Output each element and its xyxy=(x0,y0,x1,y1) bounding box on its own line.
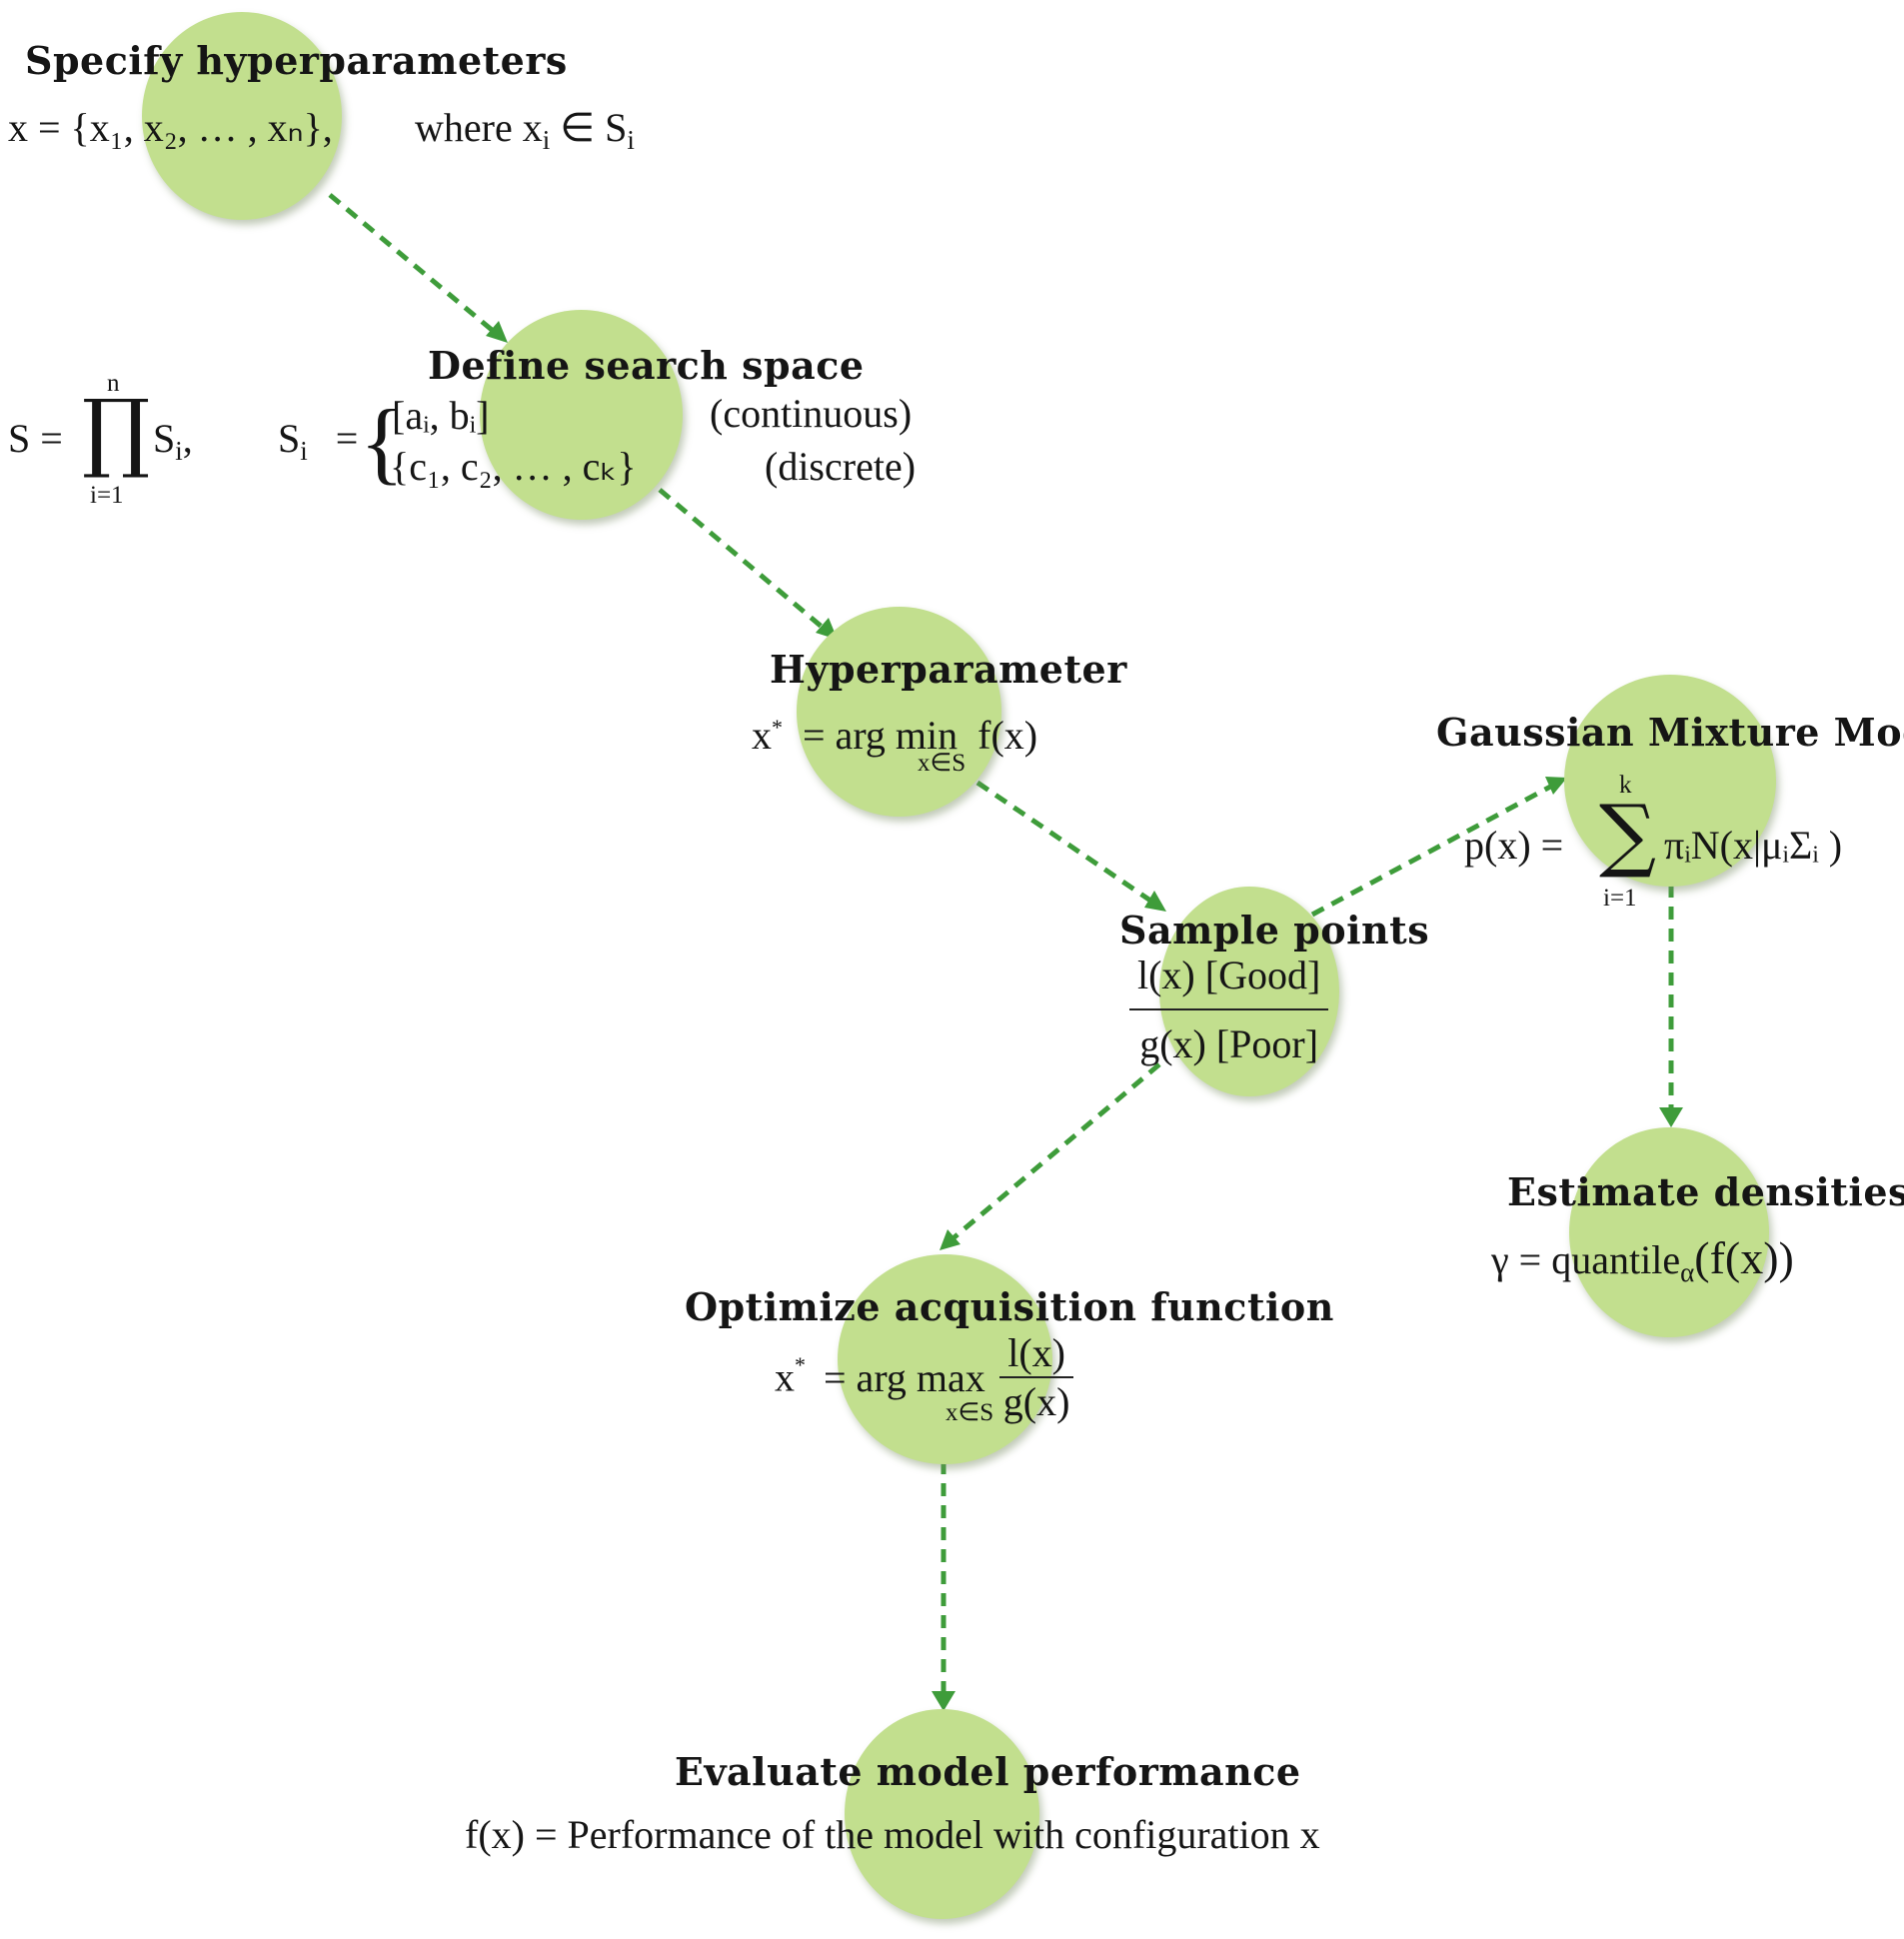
define-case-discrete: {c₁, c₂, … , cₖ} xyxy=(390,444,637,489)
node-optimize-circle xyxy=(838,1254,1052,1464)
node-gmm-circle xyxy=(1564,675,1776,887)
optimize-eq: = arg max xyxy=(824,1354,985,1400)
arrowhead-gmm xyxy=(1545,777,1567,795)
specify-formula-left: x = {x₁, x₂, … , xₙ}, xyxy=(8,105,333,150)
evaluate-formula: f(x) = Performance of the model with con… xyxy=(465,1812,1320,1857)
hyper-eq: = arg min xyxy=(803,713,958,758)
hyper-title: Hyperparameter xyxy=(770,647,1127,692)
gmm-sum-upper: k xyxy=(1619,772,1632,799)
hyper-formula: x* = arg min f(x) xyxy=(752,712,1037,759)
optimize-formula: x* = arg max l(x) g(x) xyxy=(775,1329,1074,1425)
specify-title: Specify hyperparameters xyxy=(25,38,568,83)
define-note-continuous: (continuous) xyxy=(710,391,913,436)
optimize-under: x∈S xyxy=(946,1399,994,1426)
evaluate-title: Evaluate model performance xyxy=(675,1749,1301,1794)
optimize-title: Optimize acquisition function xyxy=(685,1284,1334,1329)
arrow-specify-to-define xyxy=(328,193,500,337)
node-specify-circle xyxy=(142,12,342,220)
define-product-term-sub: i xyxy=(175,436,183,466)
estimate-lhs-sub: α xyxy=(1680,1257,1695,1287)
arrowhead-evaluate xyxy=(932,1691,955,1711)
define-case-continuous: [aᵢ, bᵢ] xyxy=(392,393,490,438)
gmm-title: Gaussian Mixture Models xyxy=(1436,710,1904,755)
define-product-symbol: ∏ xyxy=(82,382,151,482)
hyper-lhs: x xyxy=(752,713,772,758)
sample-title: Sample points xyxy=(1119,908,1430,953)
sample-fraction: l(x) [Good] g(x) [Poor] xyxy=(1129,952,1329,1067)
specify-where-tail: ∈ S xyxy=(550,105,628,150)
hyper-rhs: f(x) xyxy=(977,713,1038,758)
define-brace: { xyxy=(360,391,405,493)
specify-where-text: where x xyxy=(415,105,543,150)
gmm-sum-symbol: ∑ xyxy=(1599,788,1657,881)
node-define-circle xyxy=(480,310,683,520)
define-si-label: Si = xyxy=(278,415,358,467)
define-product-lower: i=1 xyxy=(90,482,124,509)
optimize-ratio: l(x) g(x) xyxy=(998,1329,1074,1425)
arrowhead-sample xyxy=(1144,891,1166,912)
estimate-lhs: γ = quantile xyxy=(1491,1237,1681,1282)
arrow-define-to-hyper xyxy=(658,488,830,634)
define-si-sub: i xyxy=(300,436,308,466)
arrow-hyper-to-sample xyxy=(975,780,1158,908)
define-si-s: S xyxy=(278,416,301,461)
arrowhead-define xyxy=(486,321,508,343)
define-si-eq: = xyxy=(335,416,359,461)
node-sample-circle xyxy=(1159,887,1339,1096)
arrowhead-optimize xyxy=(940,1229,960,1250)
define-product-upper: n xyxy=(107,370,120,397)
hyper-lhs-sup: * xyxy=(772,715,783,740)
sample-numerator: l(x) [Good] xyxy=(1129,952,1329,1010)
define-title: Define search space xyxy=(428,343,865,388)
define-product-left: S = xyxy=(8,416,63,461)
define-product-term-s: S xyxy=(153,416,176,461)
optimize-denominator: g(x) xyxy=(1002,1379,1070,1424)
define-product-comma: , xyxy=(182,416,193,461)
optimize-lhs-sup: * xyxy=(795,1352,806,1378)
optimize-numerator: l(x) xyxy=(998,1329,1074,1378)
gmm-lhs: p(x) = xyxy=(1464,823,1564,868)
define-note-discrete: (discrete) xyxy=(765,444,917,489)
node-hyper-circle xyxy=(797,607,1001,817)
node-estimate-circle xyxy=(1569,1127,1769,1337)
arrow-sample-to-gmm xyxy=(1310,782,1556,918)
specify-formula-right: where xi ∈ Si xyxy=(415,104,635,156)
sample-ratio: l(x) [Good] g(x) [Poor] xyxy=(1129,952,1329,1067)
node-evaluate-circle xyxy=(845,1709,1039,1919)
optimize-lhs: x xyxy=(775,1354,795,1400)
gmm-sum-lower: i=1 xyxy=(1603,885,1637,912)
estimate-title: Estimate densities xyxy=(1507,1169,1904,1214)
sample-denominator: g(x) [Poor] xyxy=(1139,1021,1319,1066)
specify-where-sub: i xyxy=(542,125,551,155)
arrowhead-estimate xyxy=(1659,1107,1683,1127)
define-product-term: Si, xyxy=(153,415,193,467)
estimate-rhs: (f(x)) xyxy=(1694,1232,1794,1283)
gmm-rhs: πᵢN(x|μᵢΣᵢ ) xyxy=(1664,823,1843,868)
arrow-sample-to-optimize xyxy=(948,1062,1161,1243)
specify-where-tail-sub: i xyxy=(627,125,635,155)
hyper-under: x∈S xyxy=(918,750,966,777)
estimate-formula: γ = quantileα(f(x)) xyxy=(1491,1231,1794,1288)
